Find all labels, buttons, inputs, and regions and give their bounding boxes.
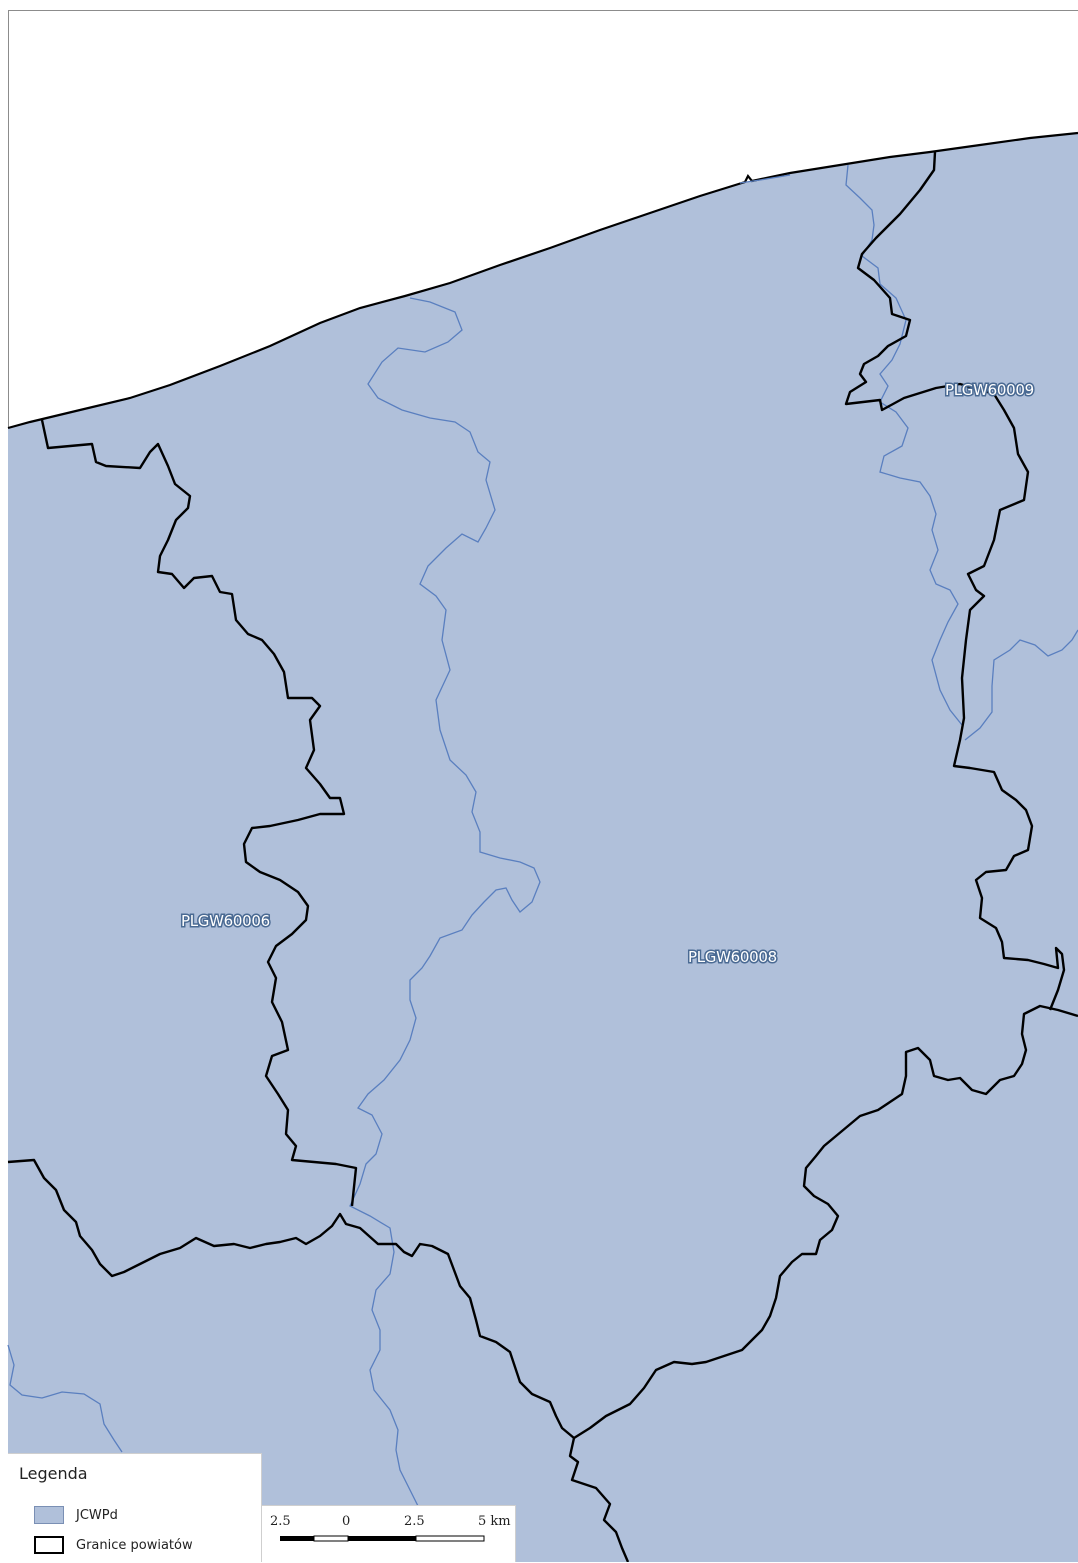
river-southwest [7,1344,123,1453]
legend-item-granice-powiatow: Granice powiatów [34,1534,193,1556]
river-east-tributary [964,629,1078,741]
legend: Legenda JCWPd Granice powiatów [8,1453,262,1562]
blue-fill-swatch-icon [34,1506,64,1524]
district-boundaries [7,151,1078,1562]
legend-item-label: JCWPd [76,1507,118,1523]
legend-title: Legenda [19,1464,88,1483]
scale-tick-label: 2.5 [404,1514,425,1529]
river-northeast-coast [739,174,791,184]
rivers [7,164,1078,1562]
land-area [8,133,1078,1562]
boundary-west [40,419,358,1207]
zone-label-plgw60006: PLGW60006 [181,912,270,930]
scale-bar-graphic [280,1535,485,1542]
river-central [349,297,541,1562]
boundary-south [568,1437,630,1562]
scale-bar: 2.5 0 2.5 5 km [262,1505,516,1562]
legend-item-jcwpd: JCWPd [34,1504,118,1526]
scale-tick-label: 5 km [478,1514,511,1529]
scale-tick-label: 0 [342,1514,351,1529]
zone-label-plgw60008: PLGW60008 [688,948,777,966]
coastline [7,131,1078,430]
outline-swatch-icon [34,1536,64,1554]
zone-label-plgw60009: PLGW60009 [945,381,1034,399]
scale-tick-label: 2.5 [270,1514,291,1529]
legend-item-label: Granice powiatów [76,1537,193,1553]
boundary-east [844,151,1066,1011]
boundary-southwest [7,1004,1078,1440]
